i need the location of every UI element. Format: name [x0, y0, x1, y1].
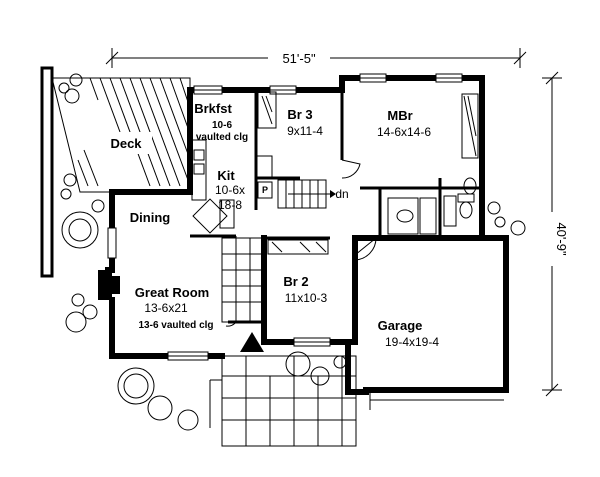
kitchen-fixtures [191, 139, 273, 234]
windows [107, 73, 463, 361]
bathroom-fixtures [387, 177, 477, 235]
great-room-label: Great Room [135, 285, 209, 300]
garage-size: 19-4x19-4 [385, 335, 439, 349]
brkfst-label: Brkfst [194, 101, 232, 116]
kit-size-line2: 18-8 [218, 198, 242, 212]
deck-label: Deck [110, 136, 142, 151]
great-room-note: 13-6 vaulted clg [138, 320, 213, 331]
deck-outline [40, 66, 191, 278]
depth-dimension: 40'-9" [554, 222, 569, 256]
br3-size: 9x11-4 [287, 124, 323, 138]
stairs-label: dn [335, 187, 348, 201]
pantry-label: P [262, 185, 268, 195]
garage-label: Garage [378, 318, 423, 333]
br2-size: 11x10-3 [285, 291, 328, 305]
mbr-label: MBr [387, 108, 412, 123]
stairs [277, 179, 336, 209]
width-dimension-line [105, 48, 527, 68]
kit-size-line1: 10-6x [215, 183, 245, 197]
br2-label: Br 2 [283, 274, 308, 289]
brkfst-size: 10-6 [212, 120, 232, 131]
kit-label: Kit [217, 168, 235, 183]
brkfst-note: vaulted clg [196, 132, 248, 143]
great-room-size: 13-6x21 [144, 301, 188, 315]
fireplace [98, 270, 120, 300]
landscaping [58, 73, 526, 431]
width-dimension: 51'-5" [282, 51, 316, 66]
driveway [369, 391, 504, 410]
depth-dimension-line [542, 71, 562, 397]
closets [257, 91, 479, 255]
dining-label: Dining [130, 210, 170, 225]
br3-label: Br 3 [287, 107, 312, 122]
mbr-size: 14-6x14-6 [377, 125, 431, 139]
